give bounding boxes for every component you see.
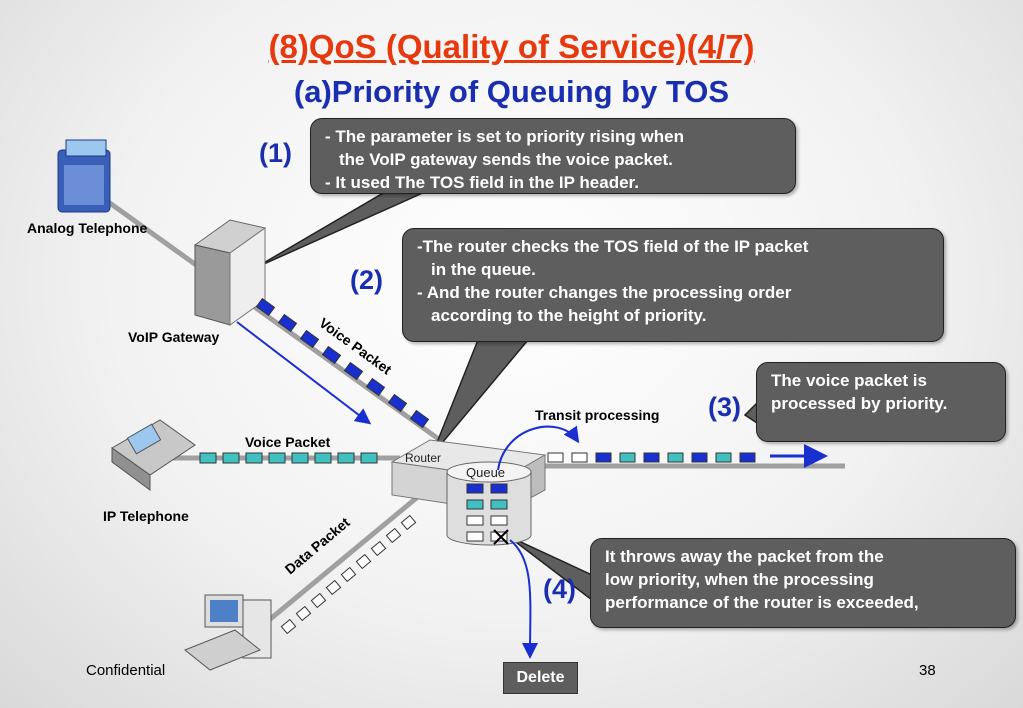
data-packet bbox=[325, 579, 342, 596]
queue-packets bbox=[466, 483, 508, 542]
page-title: (8)QoS (Quality of Service)(4/7) bbox=[268, 28, 755, 65]
data-packet bbox=[355, 553, 372, 570]
step4-number: (4) bbox=[543, 574, 576, 604]
voice-packet bbox=[277, 313, 298, 333]
queue-packet bbox=[490, 483, 508, 494]
voice-packet bbox=[268, 452, 286, 464]
pc-icon bbox=[184, 594, 272, 671]
output-packet bbox=[715, 452, 732, 463]
output-packet bbox=[547, 452, 564, 463]
step4-bubble: It throws away the packet from the low p… bbox=[590, 538, 1016, 628]
queue-packet bbox=[466, 499, 484, 510]
queue-packet bbox=[466, 483, 484, 494]
page-subtitle: (a)Priority of Queuing by TOS bbox=[293, 74, 730, 109]
step3-line2: processed by priority. bbox=[771, 394, 948, 413]
ip-telephone-label: IP Telephone bbox=[103, 508, 189, 524]
bubble1-pointer bbox=[254, 191, 426, 269]
queue-packet bbox=[466, 515, 484, 526]
data-packets bbox=[280, 514, 417, 635]
line-analog-to-router bbox=[98, 193, 442, 443]
queue-packet bbox=[490, 531, 508, 542]
step1-number: (1) bbox=[259, 138, 292, 168]
arrow-transit bbox=[497, 425, 580, 471]
output-packet bbox=[571, 452, 588, 463]
step1-line1: - The parameter is set to priority risin… bbox=[325, 127, 684, 146]
voice-packet bbox=[321, 345, 342, 365]
step3-line1: The voice packet is bbox=[771, 371, 927, 390]
step2-number: (2) bbox=[350, 265, 383, 295]
arrow-delete bbox=[509, 539, 539, 659]
voice-packet bbox=[291, 452, 309, 464]
voice-packet bbox=[409, 409, 430, 429]
data-packet bbox=[340, 566, 357, 583]
queue-packet bbox=[466, 531, 484, 542]
bubble2-pointer bbox=[431, 339, 530, 456]
voice-packet bbox=[245, 452, 263, 464]
output-packets bbox=[547, 452, 756, 463]
voice-packet-horizontal-label: Voice Packet bbox=[245, 434, 331, 450]
voice-packet bbox=[365, 377, 386, 397]
line-pc-to-router bbox=[243, 493, 422, 642]
voice-packet bbox=[255, 297, 276, 317]
transit-processing-label: Transit processing bbox=[535, 407, 660, 423]
step2-line3: - And the router changes the processing … bbox=[417, 283, 792, 302]
voice-packet bbox=[360, 452, 378, 464]
voip-gateway-icon bbox=[193, 219, 267, 326]
step2-line1: -The router checks the TOS field of the … bbox=[417, 237, 809, 256]
step1-line3: - It used The TOS field in the IP header… bbox=[325, 173, 639, 192]
queue-packet bbox=[490, 515, 508, 526]
delete-label: Delete bbox=[503, 662, 578, 694]
step1-line2: the VoIP gateway sends the voice packet. bbox=[339, 150, 673, 169]
voice-packet bbox=[337, 452, 355, 464]
data-packet bbox=[400, 514, 417, 531]
arrow-voice-to-router bbox=[236, 321, 372, 425]
data-packet bbox=[280, 618, 297, 635]
queue-packet bbox=[490, 499, 508, 510]
output-packet bbox=[739, 452, 756, 463]
step4-line3: performance of the router is exceeded, bbox=[605, 593, 919, 612]
output-packet bbox=[619, 452, 636, 463]
output-packet bbox=[667, 452, 684, 463]
step3-bubble: The voice packet is processed by priorit… bbox=[756, 362, 1006, 442]
data-packet bbox=[385, 527, 402, 544]
output-packet bbox=[643, 452, 660, 463]
step4-line2: low priority, when the processing bbox=[605, 570, 874, 589]
data-packet bbox=[370, 540, 387, 557]
step2-line4: according to the height of priority. bbox=[431, 306, 707, 325]
analog-telephone-label: Analog Telephone bbox=[27, 220, 148, 236]
router-label: Router bbox=[405, 451, 442, 465]
step3-number: (3) bbox=[708, 392, 741, 422]
discard-x-icon bbox=[493, 529, 509, 545]
step2-line2: in the queue. bbox=[431, 260, 536, 279]
page-number: 38 bbox=[919, 662, 936, 679]
ip-telephone-icon bbox=[111, 419, 196, 491]
output-packet bbox=[595, 452, 612, 463]
voip-gateway-label: VoIP Gateway bbox=[128, 329, 220, 345]
step2-bubble: -The router checks the TOS field of the … bbox=[402, 228, 944, 342]
queue-label: Queue bbox=[466, 465, 506, 480]
voice-packets-diagonal bbox=[255, 297, 430, 429]
voice-packet bbox=[314, 452, 332, 464]
step1-bubble: - The parameter is set to priority risin… bbox=[310, 118, 796, 194]
voice-packet bbox=[222, 452, 240, 464]
step4-line1: It throws away the packet from the bbox=[605, 547, 884, 566]
voice-packet bbox=[199, 452, 217, 464]
analog-telephone-icon bbox=[57, 139, 111, 213]
data-packet bbox=[310, 592, 327, 609]
voice-packet bbox=[387, 393, 408, 413]
data-packet-label: Data Packet bbox=[282, 514, 353, 577]
voice-packet bbox=[343, 361, 364, 381]
data-packet bbox=[295, 605, 312, 622]
footer-confidential: Confidential bbox=[86, 662, 166, 679]
output-packet bbox=[691, 452, 708, 463]
voice-packet bbox=[299, 329, 320, 349]
voice-packets-horizontal bbox=[199, 452, 378, 464]
